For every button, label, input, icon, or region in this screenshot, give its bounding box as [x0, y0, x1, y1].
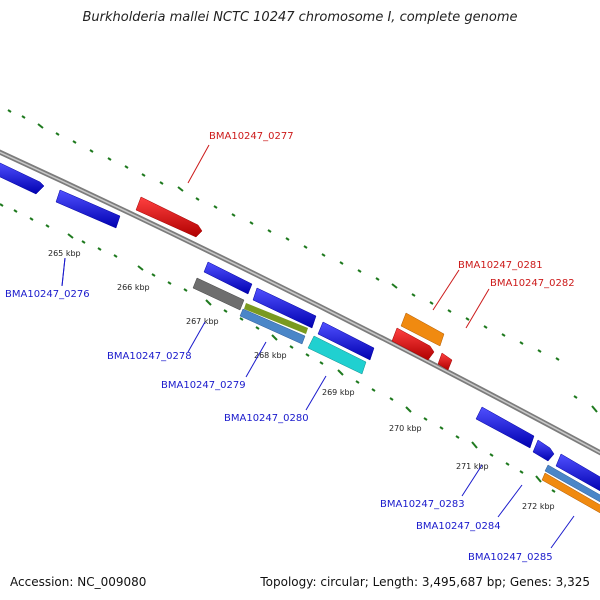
- kbp-label-270: 270 kbp: [389, 424, 422, 433]
- gene-0280[interactable]: [307, 335, 367, 375]
- gene-0282[interactable]: [437, 352, 453, 371]
- gene-label-0277: BMA10247_0277: [209, 131, 294, 142]
- kbp-label-269: 269 kbp: [322, 388, 355, 397]
- gene-0281[interactable]: [400, 312, 445, 347]
- gene-0280-blue[interactable]: [317, 321, 375, 361]
- gene-0281-red[interactable]: [391, 327, 435, 361]
- gene-0278-blue[interactable]: [203, 261, 253, 295]
- gene-label-0282: BMA10247_0282: [490, 278, 575, 289]
- gene-0278[interactable]: [192, 277, 245, 311]
- kbp-label-266: 266 kbp: [117, 283, 150, 292]
- topology-text: Topology: circular; Length: 3,495,687 bp…: [260, 575, 590, 589]
- callout-lines: [61, 144, 575, 549]
- gene-label-0283: BMA10247_0283: [380, 499, 465, 510]
- gene-0283b[interactable]: [532, 439, 555, 462]
- kbp-label-268: 268 kbp: [254, 351, 287, 360]
- gene-0276-partial[interactable]: [0, 162, 45, 195]
- kbp-label-271: 271 kbp: [456, 462, 489, 471]
- gene-0284-blue[interactable]: [555, 453, 600, 492]
- genome-backbone: [0, 149, 600, 456]
- gene-label-0281: BMA10247_0281: [458, 260, 543, 271]
- gene-label-0284: BMA10247_0284: [416, 521, 501, 532]
- kbp-label-265: 265 kbp: [48, 249, 81, 258]
- gene-0279-blue[interactable]: [252, 287, 317, 329]
- gene-0279-steel[interactable]: [239, 308, 306, 345]
- outer-tick-row: [7, 109, 598, 413]
- gene-label-0285: BMA10247_0285: [468, 552, 553, 563]
- map-title: Burkholderia mallei NCTC 10247 chromosom…: [82, 10, 518, 25]
- gene-0285[interactable]: [541, 472, 600, 514]
- gene-0284[interactable]: [544, 464, 600, 503]
- gene-0279-olive[interactable]: [244, 303, 308, 334]
- gene-0277[interactable]: [135, 196, 203, 238]
- accession-text: Accession: NC_009080: [10, 575, 147, 589]
- gene-label-0279: BMA10247_0279: [161, 380, 246, 391]
- gene-label-0280: BMA10247_0280: [224, 413, 309, 424]
- kbp-labels: 265 kbp 266 kbp 267 kbp 268 kbp 269 kbp …: [48, 249, 555, 511]
- kbp-label-272: 272 kbp: [522, 502, 555, 511]
- gene-0276[interactable]: [55, 189, 121, 229]
- gene-0283[interactable]: [475, 406, 535, 449]
- inner-tick-row: [0, 203, 556, 493]
- gene-features[interactable]: [0, 162, 600, 514]
- kbp-label-267: 267 kbp: [186, 317, 219, 326]
- gene-label-0276: BMA10247_0276: [5, 289, 90, 300]
- gene-labels: BMA10247_0276 BMA10247_0277 BMA10247_027…: [5, 131, 575, 563]
- gene-label-0278: BMA10247_0278: [107, 351, 192, 362]
